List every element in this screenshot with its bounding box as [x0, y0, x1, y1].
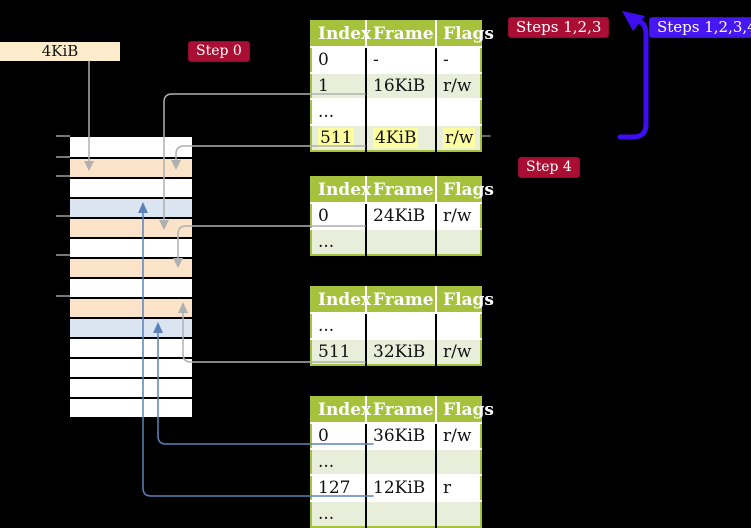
badge-step-4: Step 4 [518, 157, 580, 178]
col-header-frame: Frame [366, 287, 437, 313]
col-header-flags: Flags [436, 21, 494, 47]
table-row: 0 36KiB r/w [311, 422, 481, 449]
memory-frame-white [70, 177, 192, 197]
table-cell [436, 500, 481, 527]
col-header-frame: Frame [366, 21, 437, 47]
memory-frame-peach [70, 157, 192, 177]
table-cell: 511 [311, 338, 367, 365]
table-cell: r/w [436, 338, 481, 365]
memory-frame-peach [70, 217, 192, 237]
memory-frame-peach [70, 297, 192, 317]
col-header-index: Index [311, 397, 371, 423]
col-header-index: Index [311, 177, 371, 203]
table-cell: 0 [311, 46, 367, 73]
table-header-row: Index Frame Flags [311, 177, 494, 203]
memory-frame-white [70, 137, 192, 157]
physical-memory-column [70, 137, 192, 417]
memory-frame-blue [70, 197, 192, 217]
table-row: 127 12KiB r [311, 474, 481, 501]
col-header-flags: Flags [436, 397, 494, 423]
table-header-row: Index Frame Flags [311, 287, 494, 313]
memory-address-ticks [56, 135, 70, 297]
table-cell: 1 [311, 72, 367, 99]
table-row: 1 16KiB r/w [311, 72, 481, 99]
table-cell: r/w [436, 422, 481, 449]
table-cell: ... [311, 448, 367, 475]
table-cell: 511 [311, 124, 367, 151]
table-cell [366, 500, 437, 527]
recursive-loop-arrow [617, 17, 649, 140]
memory-frame-peach [70, 257, 192, 277]
table-row: ... [311, 228, 481, 255]
table-cell [366, 448, 437, 475]
table-row: 511 32KiB r/w [311, 338, 481, 365]
table-row: 0 - - [311, 46, 481, 73]
memory-frame-white [70, 237, 192, 257]
table-cell [436, 312, 481, 339]
table-cell: 24KiB [366, 202, 437, 229]
table-cell: 32KiB [366, 338, 437, 365]
table-cell: - [366, 46, 437, 73]
table-row: 0 24KiB r/w [311, 202, 481, 229]
recursive-loop-arrowhead [622, 11, 645, 31]
table-cell: ... [311, 500, 367, 527]
table-cell: r/w [436, 124, 481, 151]
table-cell: r/w [436, 202, 481, 229]
page-table-level-2: Index Frame Flags ... 511 32KiB r/w [310, 286, 494, 366]
col-header-frame: Frame [366, 177, 437, 203]
col-header-index: Index [311, 287, 371, 313]
table-cell: 127 [311, 474, 367, 501]
memory-frame-white [70, 377, 192, 397]
table-row: ... [311, 500, 481, 527]
memory-frame-white [70, 397, 192, 417]
col-header-frame: Frame [366, 397, 437, 423]
col-header-index: Index [311, 21, 371, 47]
table-cell [366, 312, 437, 339]
table-cell: 0 [311, 422, 367, 449]
table-cell: 16KiB [366, 72, 437, 99]
page-table-level-4: Index Frame Flags 0 - - 1 16KiB r/w ... … [310, 20, 494, 152]
table-header-row: Index Frame Flags [311, 397, 494, 423]
table-cell [436, 448, 481, 475]
memory-frame-blue [70, 317, 192, 337]
memory-frame-white [70, 277, 192, 297]
page-table-level-3: Index Frame Flags 0 24KiB r/w ... [310, 176, 494, 256]
badge-steps-1-2-3: Steps 1,2,3 [508, 17, 610, 38]
table-row: ... [311, 448, 481, 475]
table-cell: r/w [436, 72, 481, 99]
memory-frame-white [70, 337, 192, 357]
table-row: ... [311, 312, 481, 339]
memory-frame-white [70, 357, 192, 377]
page-table-level-1: Index Frame Flags 0 36KiB r/w ... 127 12… [310, 396, 494, 528]
table-cell: 12KiB [366, 474, 437, 501]
table-cell [366, 228, 437, 255]
table-cell: ... [311, 98, 367, 125]
table-cell: 0 [311, 202, 367, 229]
table-cell [366, 98, 437, 125]
table-cell [436, 98, 481, 125]
badge-step-0: Step 0 [188, 41, 250, 62]
table-cell: r [436, 474, 481, 501]
table-cell [436, 228, 481, 255]
table-cell: ... [311, 228, 367, 255]
badge-steps-1-2-3-4: Steps 1,2,3,4 [649, 17, 751, 38]
table-row-recursive-entry: 511 4KiB r/w [311, 124, 481, 151]
table-header-row: Index Frame Flags [311, 21, 494, 47]
frame-address-label: 4KiB [0, 42, 120, 61]
table-cell: ... [311, 312, 367, 339]
table-row: ... [311, 98, 481, 125]
table-cell: 36KiB [366, 422, 437, 449]
table-cell: - [436, 46, 481, 73]
col-header-flags: Flags [436, 287, 494, 313]
table-cell: 4KiB [366, 124, 437, 151]
col-header-flags: Flags [436, 177, 494, 203]
